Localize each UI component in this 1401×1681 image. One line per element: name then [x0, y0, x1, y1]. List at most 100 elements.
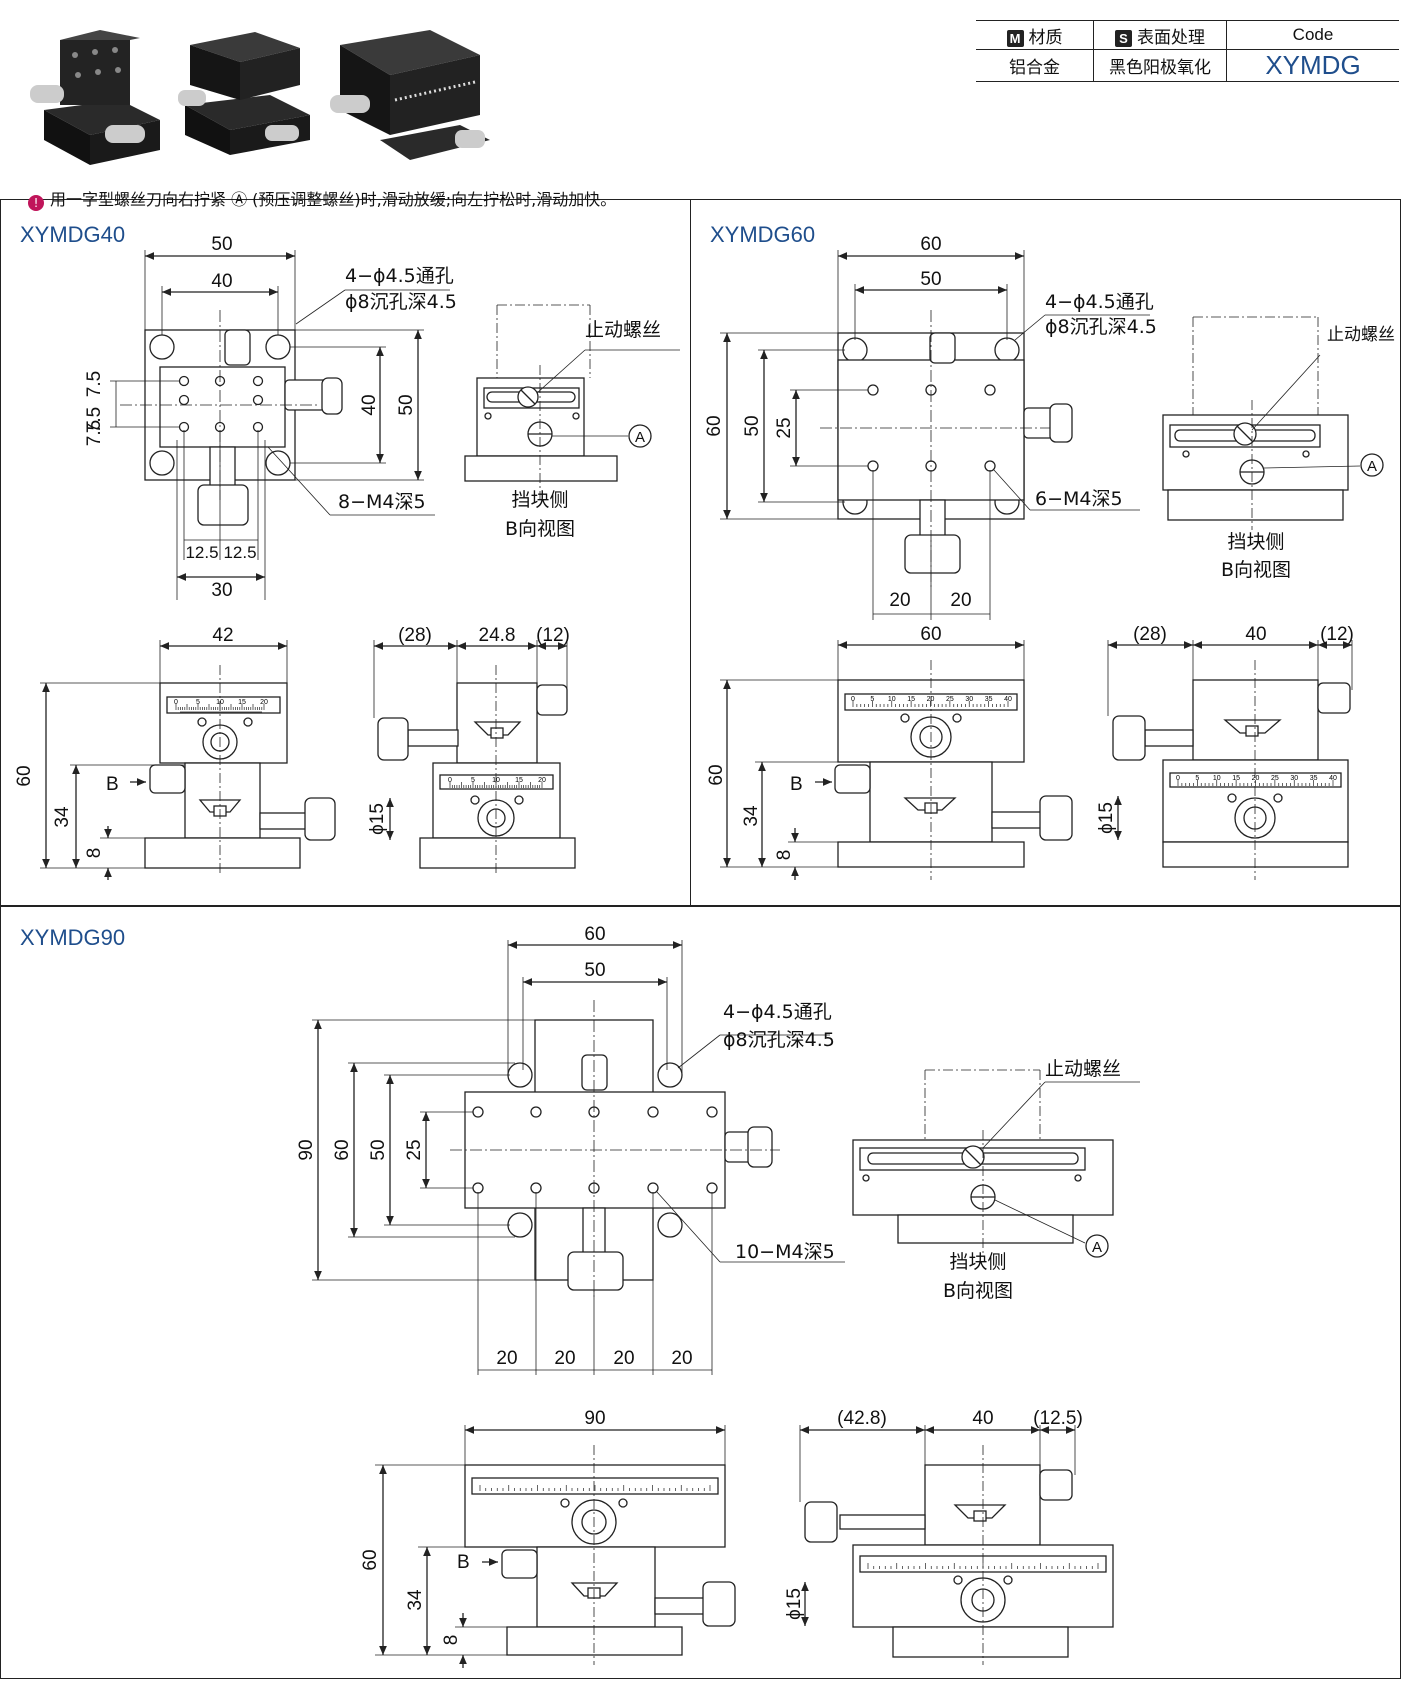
dim-40-side-248: 24.8	[479, 625, 516, 646]
view-label-40-a: 挡块侧	[511, 489, 568, 511]
dim-40-side-28: (28)	[398, 625, 432, 646]
scale-60-side-label: 15	[1232, 775, 1240, 782]
dim-90-side-428: (42.8)	[837, 1408, 887, 1429]
dim-40-bottom-b: 12.5	[223, 543, 256, 562]
hole-note-90-b: ϕ8沉孔深4.5	[723, 1029, 835, 1051]
b-view-90	[852, 1069, 1140, 1258]
view-label-90-b: B向视图	[943, 1280, 1013, 1302]
a-mark-90: A	[1092, 1239, 1102, 1256]
scale-40-side-label: 5	[471, 777, 475, 784]
scale-60-side-label: 5	[1195, 775, 1199, 782]
dim-60-bottom-a: 20	[889, 590, 910, 611]
scale-60-side-label: 35	[1310, 775, 1318, 782]
stop-screw-40: 止动螺丝	[585, 319, 661, 341]
dim-90-left-25: 25	[404, 1139, 425, 1160]
scale-40-side-label: 20	[538, 777, 546, 784]
dim-40-width-50: 50	[211, 234, 232, 255]
dim-40-right-40: 40	[359, 394, 380, 415]
dim-60-side-12: (12)	[1320, 624, 1354, 645]
dim-90-left-50: 50	[368, 1139, 389, 1160]
title-xymdg40: XYMDG40	[20, 222, 126, 247]
a-mark-60: A	[1367, 458, 1377, 475]
hole-note-40-b: ϕ8沉孔深4.5	[345, 291, 457, 313]
material-value: 铝合金	[976, 49, 1094, 82]
dim-40-front-42: 42	[212, 625, 233, 646]
b-mark-40: B	[106, 774, 119, 795]
scale-60-side-label: 40	[1329, 775, 1337, 782]
scale-40-front-label: 0	[174, 699, 178, 706]
dim-90-left-90: 90	[296, 1139, 317, 1160]
scale-60-side-label: 0	[1176, 775, 1180, 782]
dim-60-width-60: 60	[920, 234, 941, 255]
dim-60-left-50: 50	[742, 415, 763, 436]
view-label-90-a: 挡块侧	[949, 1251, 1006, 1273]
hole-note-90-a: 4−ϕ4.5通孔	[723, 1001, 832, 1023]
scale-60-side-label: 25	[1271, 775, 1279, 782]
scale-60-front-label: 25	[946, 696, 954, 703]
top-view-90	[312, 940, 845, 1375]
dim-90-left-60: 60	[332, 1139, 353, 1160]
hole-note-40-a: 4−ϕ4.5通孔	[345, 265, 454, 287]
dim-40-width-40: 40	[211, 271, 232, 292]
dim-40-left-a: 7.5	[84, 371, 105, 397]
scale-40-front-label: 20	[260, 699, 268, 706]
dim-40-bottom-a: 12.5	[185, 543, 218, 562]
dim-40-left-b: 7.5	[84, 407, 105, 433]
dim-60-front-34: 34	[741, 805, 762, 827]
surface-header: 表面处理	[1137, 27, 1205, 48]
dim-90-front-8: 8	[441, 1635, 462, 1646]
view-label-40-b: B向视图	[505, 518, 575, 540]
dim-90-bottom-b: 20	[554, 1348, 575, 1369]
title-xymdg60: XYMDG60	[710, 222, 816, 247]
product-photo-40	[30, 30, 160, 165]
stop-screw-90: 止动螺丝	[1045, 1058, 1121, 1080]
front-view-90	[375, 1425, 809, 1668]
material-header: 材质	[1028, 27, 1063, 48]
surface-value: 黑色阳极氧化	[1093, 49, 1227, 82]
dim-40-front-8: 8	[84, 848, 105, 859]
adjustment-note: !用一字型螺丝刀向右拧紧 Ⓐ (预压调整螺丝)时,滑动放缓;向左拧松时,滑动加快…	[28, 186, 616, 211]
side-view-40	[373, 640, 576, 875]
dim-60-front-8: 8	[774, 850, 795, 861]
scale-60-front-label: 30	[965, 696, 973, 703]
scale-60-side-label: 30	[1290, 775, 1298, 782]
material-badge: M	[1006, 29, 1024, 47]
dim-40-bottom-30: 30	[211, 580, 232, 601]
front-view-40	[40, 640, 336, 880]
scale-60-front-label: 35	[985, 696, 993, 703]
dim-40-side-12: (12)	[536, 625, 570, 646]
front-view-60	[720, 640, 1073, 880]
scale-40-front-label: 15	[238, 699, 246, 706]
view-label-60-b: B向视图	[1221, 559, 1291, 581]
dim-40-front-34: 34	[52, 806, 73, 828]
dim-90-side-40: 40	[972, 1408, 993, 1429]
dim-90-width-60: 60	[584, 924, 605, 945]
code-value: XYMDG	[1226, 49, 1399, 82]
dim-60-width-50: 50	[920, 269, 941, 290]
stop-screw-60: 止动螺丝	[1327, 325, 1395, 345]
knob-dia-40: ϕ15	[367, 803, 388, 835]
scale-60-front-label: 20	[927, 696, 935, 703]
product-photo-60	[178, 32, 310, 155]
dim-90-bottom-c: 20	[613, 1348, 634, 1369]
dim-60-side-28: (28)	[1133, 624, 1167, 645]
dim-90-bottom-a: 20	[496, 1348, 517, 1369]
scale-40-front-label: 10	[216, 699, 224, 706]
knob-dia-90: ϕ15	[784, 1588, 805, 1620]
top-view-40	[110, 250, 450, 600]
scale-40-front-label: 5	[196, 699, 200, 706]
dim-90-bottom-d: 20	[671, 1348, 692, 1369]
a-mark-40: A	[635, 429, 645, 446]
scale-60-front-label: 0	[851, 696, 855, 703]
surface-badge: S	[1115, 29, 1132, 47]
tap-note-60: 6−M4深5	[1035, 488, 1123, 510]
scale-60-front-label: 40	[1004, 696, 1012, 703]
b-view-60	[1162, 316, 1384, 530]
tap-note-40: 8−M4深5	[338, 491, 426, 513]
warning-icon: !	[28, 195, 44, 211]
dim-60-left-25: 25	[774, 417, 795, 438]
hole-note-60-b: ϕ8沉孔深4.5	[1045, 316, 1157, 338]
